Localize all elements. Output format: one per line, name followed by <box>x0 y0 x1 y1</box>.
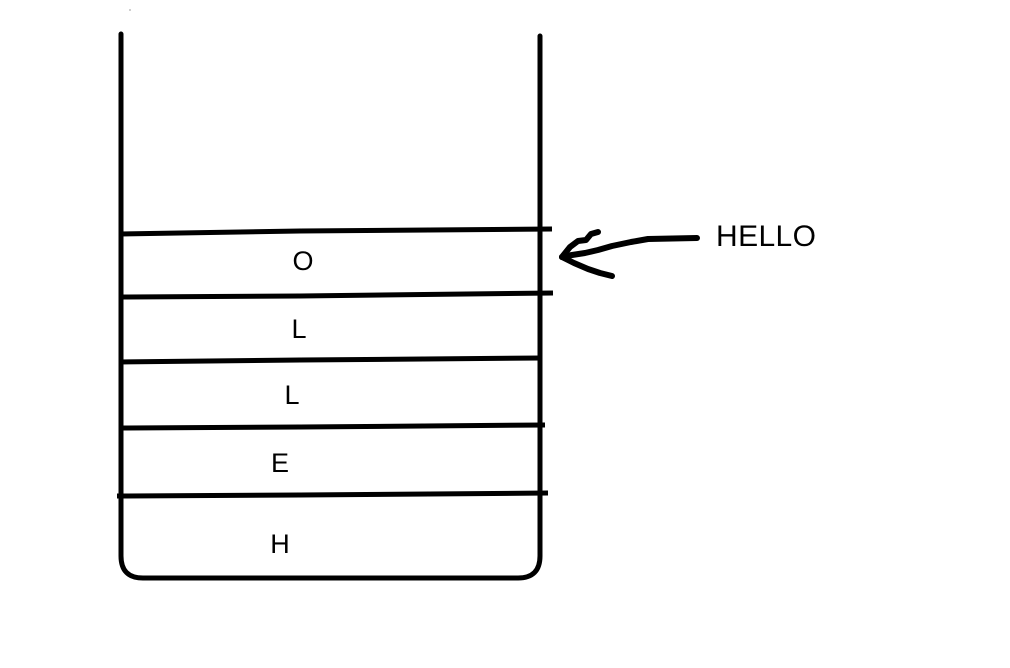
divider-line-E-H <box>116 490 549 499</box>
divider-line-L-L <box>118 355 542 365</box>
stray-speck-artifact <box>129 9 131 11</box>
stack-cell-letter-H: H <box>270 529 290 559</box>
stack-cell-letter-E: E <box>271 448 289 478</box>
annotation-label-hello: HELLO <box>716 220 816 253</box>
divider-line-top-of-O <box>118 226 553 237</box>
stack-container-outline <box>118 31 543 581</box>
divider-line-O-L <box>119 290 554 300</box>
annotation-arrow-shaft <box>559 235 700 260</box>
stack-cell-letter-L-upper: L <box>291 314 306 344</box>
annotation-arrow-barb-upper <box>559 229 601 260</box>
stack-cell-letter-O: O <box>292 246 313 276</box>
stack-cell-letter-L-lower: L <box>284 380 299 410</box>
annotation-arrow-barb-lower <box>559 254 615 279</box>
divider-line-L-E <box>119 422 546 431</box>
